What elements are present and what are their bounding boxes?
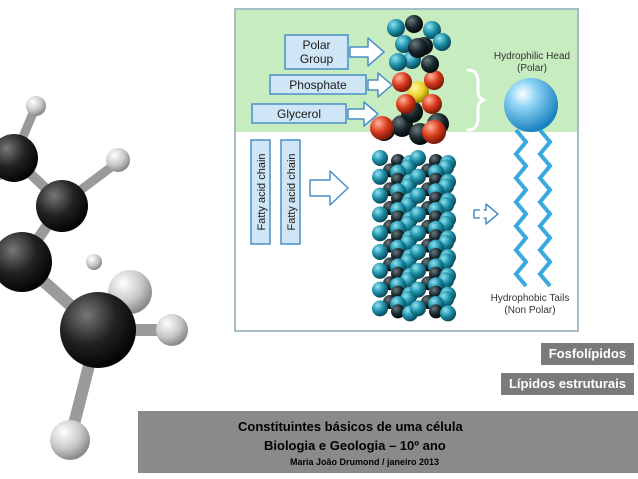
label-fatty-acid-chain-2: Fatty acid chain	[280, 139, 301, 245]
atom-hydrogen	[389, 53, 407, 71]
atom-oxygen	[422, 120, 446, 144]
atom-nitrogen	[408, 38, 428, 58]
atom-carbon	[405, 15, 423, 33]
atom-hydrogen	[372, 150, 388, 166]
brace-head	[466, 68, 486, 132]
footer-author: Maria João Drumond / janeiro 2013	[290, 457, 440, 467]
caption-hydrophobic-tails-sub: (Non Polar)	[504, 305, 555, 316]
atom-carbon	[0, 232, 52, 292]
arrow-polar-group	[349, 37, 385, 67]
footer-banner: Constituintes básicos de uma célula Biol…	[138, 411, 638, 473]
atom-hydrogen	[372, 262, 388, 279]
atom-oxygen	[396, 94, 416, 114]
atom-hydrogen	[410, 187, 426, 204]
atom-hydrogen	[387, 19, 405, 37]
svg-text:Glycerol: Glycerol	[277, 107, 321, 121]
atom-carbon	[36, 180, 88, 232]
svg-text:Fatty acid chain: Fatty acid chain	[286, 153, 298, 230]
footer-title: Constituintes básicos de uma célula	[238, 419, 463, 434]
atom-hydrogen	[410, 206, 426, 223]
atom-hydrogen	[50, 420, 90, 460]
atom-hydrogen	[106, 148, 130, 172]
arrow-phosphate	[367, 72, 393, 98]
arrow-glycerol	[347, 101, 379, 127]
footer-subtitle: Biologia e Geologia – 10º ano	[264, 438, 446, 453]
phospholipid-diagram: Polar Group Phosphate Glycerol Fatty aci…	[234, 8, 579, 332]
phospholipid-molecule	[370, 15, 456, 322]
atom-carbon	[0, 134, 38, 182]
atom-hydrogen	[410, 150, 426, 166]
atom-hydrogen	[440, 305, 456, 322]
atom-hydrogen	[433, 33, 451, 51]
atom-hydrogen	[372, 281, 388, 298]
svg-text:Polar: Polar	[302, 38, 330, 52]
atom-oxygen	[370, 116, 394, 140]
tag-lipidos-estruturais: Lípidos estruturais	[500, 373, 634, 395]
caption-hydrophilic-head: Hydrophilic Head	[494, 51, 570, 62]
caption-hydrophilic-head-sub: (Polar)	[517, 63, 547, 74]
atom-oxygen	[392, 72, 412, 92]
label-fatty-acid-chain-1: Fatty acid chain	[250, 139, 271, 245]
atom-hydrogen	[410, 262, 426, 279]
atom-hydrogen	[26, 96, 46, 116]
svg-text:Fatty acid chain: Fatty acid chain	[256, 153, 268, 230]
label-glycerol: Glycerol	[251, 103, 347, 124]
svg-text:Phosphate: Phosphate	[289, 78, 347, 92]
symbol-head-sphere	[504, 78, 558, 132]
label-phosphate: Phosphate	[269, 74, 367, 95]
label-polar-group: Polar Group	[284, 34, 349, 70]
atom-hydrogen	[410, 168, 426, 185]
atom-oxygen	[422, 94, 442, 114]
atom-hydrogen	[372, 168, 388, 185]
symbol-tails	[513, 128, 553, 288]
svg-text:Group: Group	[300, 52, 334, 66]
tag-fosfolipidos: Fosfolípidos	[540, 343, 634, 365]
atom-hydrogen	[410, 225, 426, 242]
atom-hydrogen	[423, 21, 441, 39]
atom-hydrogen	[372, 206, 388, 223]
atom-hydrogen	[156, 314, 188, 346]
atom-hydrogen	[410, 281, 426, 298]
atom-hydrogen	[410, 244, 426, 260]
atom-hydrogen	[372, 187, 388, 204]
brace-tails	[466, 166, 490, 310]
atom-hydrogen	[372, 300, 388, 317]
atom-hydrogen	[372, 244, 388, 260]
atom-carbon	[429, 304, 443, 319]
atom-carbon	[391, 304, 405, 319]
molecule-illustration	[0, 96, 188, 460]
atom-oxygen	[424, 70, 444, 90]
atom-hydrogen	[372, 225, 388, 242]
caption-hydrophobic-tails: Hydrophobic Tails	[491, 293, 570, 304]
atom-carbon	[60, 292, 136, 368]
atom-carbon	[421, 55, 439, 73]
arrow-fatty-acid	[309, 170, 349, 206]
atom-hydrogen	[86, 254, 102, 270]
atom-hydrogen	[410, 300, 426, 317]
